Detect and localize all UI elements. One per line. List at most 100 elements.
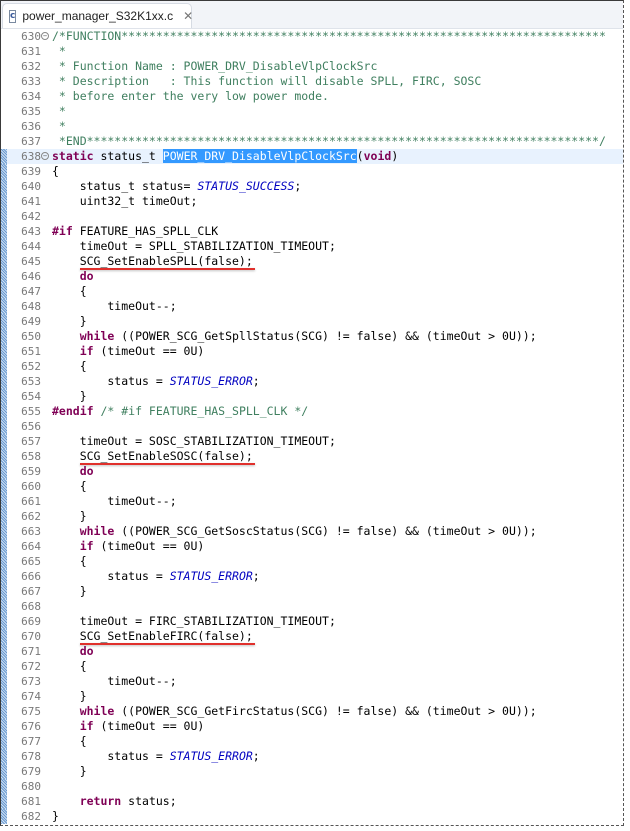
line-number: 645: [21, 255, 41, 268]
code-text: static status_t POWER_DRV_DisableVlpCloc…: [52, 149, 398, 164]
code-text: if (timeOut == 0U): [52, 539, 205, 554]
code-line: 677 {: [1, 734, 623, 749]
code-text: {: [52, 659, 87, 674]
change-marker: [1, 569, 7, 584]
text: status;: [121, 794, 177, 808]
code-text: while ((POWER_SCG_GetFircStatus(SCG) != …: [52, 704, 537, 719]
line-number: 654: [21, 390, 41, 403]
keyword: do: [52, 269, 94, 283]
text: uint32_t timeOut;: [52, 194, 198, 208]
code-line: 659 do: [1, 464, 623, 479]
text: (timeOut == 0U): [93, 539, 205, 553]
line-number: 655: [21, 405, 41, 418]
text: ((POWER_SCG_GetSpllStatus(SCG) != false)…: [114, 329, 537, 343]
code-line: 673 timeOut--;: [1, 674, 623, 689]
close-tab-icon[interactable]: ✕: [183, 9, 194, 23]
line-number: 633: [21, 75, 41, 88]
line-number: 659: [21, 465, 41, 478]
code-text: {: [52, 479, 87, 494]
change-marker: [1, 704, 7, 719]
line-number: 642: [21, 210, 41, 223]
code-text: do: [52, 464, 94, 479]
change-marker: [1, 464, 7, 479]
comment: /* #if FEATURE_HAS_SPLL_CLK */: [93, 404, 309, 418]
code-line: 635 *: [1, 104, 623, 119]
line-number: 641: [21, 195, 41, 208]
file-tab[interactable]: c power_manager_S32K1xx.c ✕: [2, 3, 194, 28]
text: {: [52, 479, 87, 493]
line-number: 644: [21, 240, 41, 253]
line-number: 681: [21, 795, 41, 808]
text: ;: [252, 569, 260, 583]
code-line: 653 status = STATUS_ERROR;: [1, 374, 623, 389]
change-marker: [1, 554, 7, 569]
line-number: 647: [21, 285, 41, 298]
change-marker: [1, 494, 7, 509]
code-line: 631 *: [1, 44, 623, 59]
code-text: timeOut--;: [52, 299, 176, 314]
change-marker: [1, 344, 7, 359]
enum-constant: STATUS_SUCCESS: [197, 179, 295, 193]
code-line: 648 timeOut--;: [1, 299, 623, 314]
text: status =: [52, 569, 170, 583]
change-marker: [1, 179, 7, 194]
change-marker: [1, 329, 7, 344]
code-line: 636 *: [1, 119, 623, 134]
line-number: 648: [21, 300, 41, 313]
code-text: uint32_t timeOut;: [52, 194, 198, 209]
code-line: 646 do: [1, 269, 623, 284]
code-line: 679 }: [1, 764, 623, 779]
code-line: 668: [1, 599, 623, 614]
code-text: *: [52, 104, 66, 119]
code-line: 640 status_t status= STATUS_SUCCESS;: [1, 179, 623, 194]
change-marker: [1, 254, 7, 269]
change-marker: [1, 359, 7, 374]
code-text: * Description : This function will disab…: [52, 74, 481, 89]
keyword: if: [52, 344, 94, 358]
code-editor[interactable]: 630−/*FUNCTION**************************…: [1, 29, 623, 825]
keyword: #endif: [52, 404, 94, 418]
comment: *END************************************…: [52, 134, 606, 148]
code-text: }: [52, 809, 59, 824]
line-number: 660: [21, 480, 41, 493]
change-marker: [1, 689, 7, 704]
code-text: {: [52, 359, 87, 374]
code-line: 670 SCG_SetEnableFIRC(false);: [1, 629, 623, 645]
code-line: 637 *END********************************…: [1, 134, 623, 149]
code-line: 681 return status;: [1, 794, 623, 809]
change-marker: [1, 629, 7, 644]
text: }: [52, 764, 87, 778]
code-line: 634 * before enter the very low power mo…: [1, 89, 623, 104]
text: }: [52, 584, 87, 598]
code-text: SCG_SetEnableSPLL(false);: [52, 254, 253, 269]
code-line: 633 * Description : This function will d…: [1, 74, 623, 89]
change-marker: [1, 809, 7, 824]
code-text: timeOut--;: [52, 494, 176, 509]
line-number: 650: [21, 330, 41, 343]
code-line: 651 if (timeOut == 0U): [1, 344, 623, 359]
code-line: 667 }: [1, 584, 623, 599]
change-marker: [1, 584, 7, 599]
text: SCG_SetEnableSPLL(false);: [52, 254, 253, 268]
code-line: 665 {: [1, 554, 623, 569]
keyword: #if: [52, 224, 73, 238]
keyword: while: [52, 524, 115, 538]
type: status_t: [93, 149, 163, 163]
change-marker: [1, 479, 7, 494]
line-number: 671: [21, 645, 41, 658]
text: FEATURE_HAS_SPLL_CLK: [72, 224, 219, 238]
text: status_t status=: [52, 179, 198, 193]
line-number: 663: [21, 525, 41, 538]
code-text: if (timeOut == 0U): [52, 344, 205, 359]
text: {: [52, 734, 87, 748]
text: timeOut = SPLL_STABILIZATION_TIMEOUT;: [52, 239, 336, 253]
text: ;: [252, 749, 260, 763]
comment: * Function Name : POWER_DRV_DisableVlpCl…: [52, 59, 378, 73]
code-text: while ((POWER_SCG_GetSpllStatus(SCG) != …: [52, 329, 537, 344]
change-marker: [1, 374, 7, 389]
code-line: 644 timeOut = SPLL_STABILIZATION_TIMEOUT…: [1, 239, 623, 254]
code-text: status = STATUS_ERROR;: [52, 749, 260, 764]
code-line: 669 timeOut = FIRC_STABILIZATION_TIMEOUT…: [1, 614, 623, 629]
text: status =: [52, 374, 170, 388]
change-marker: [1, 224, 7, 239]
